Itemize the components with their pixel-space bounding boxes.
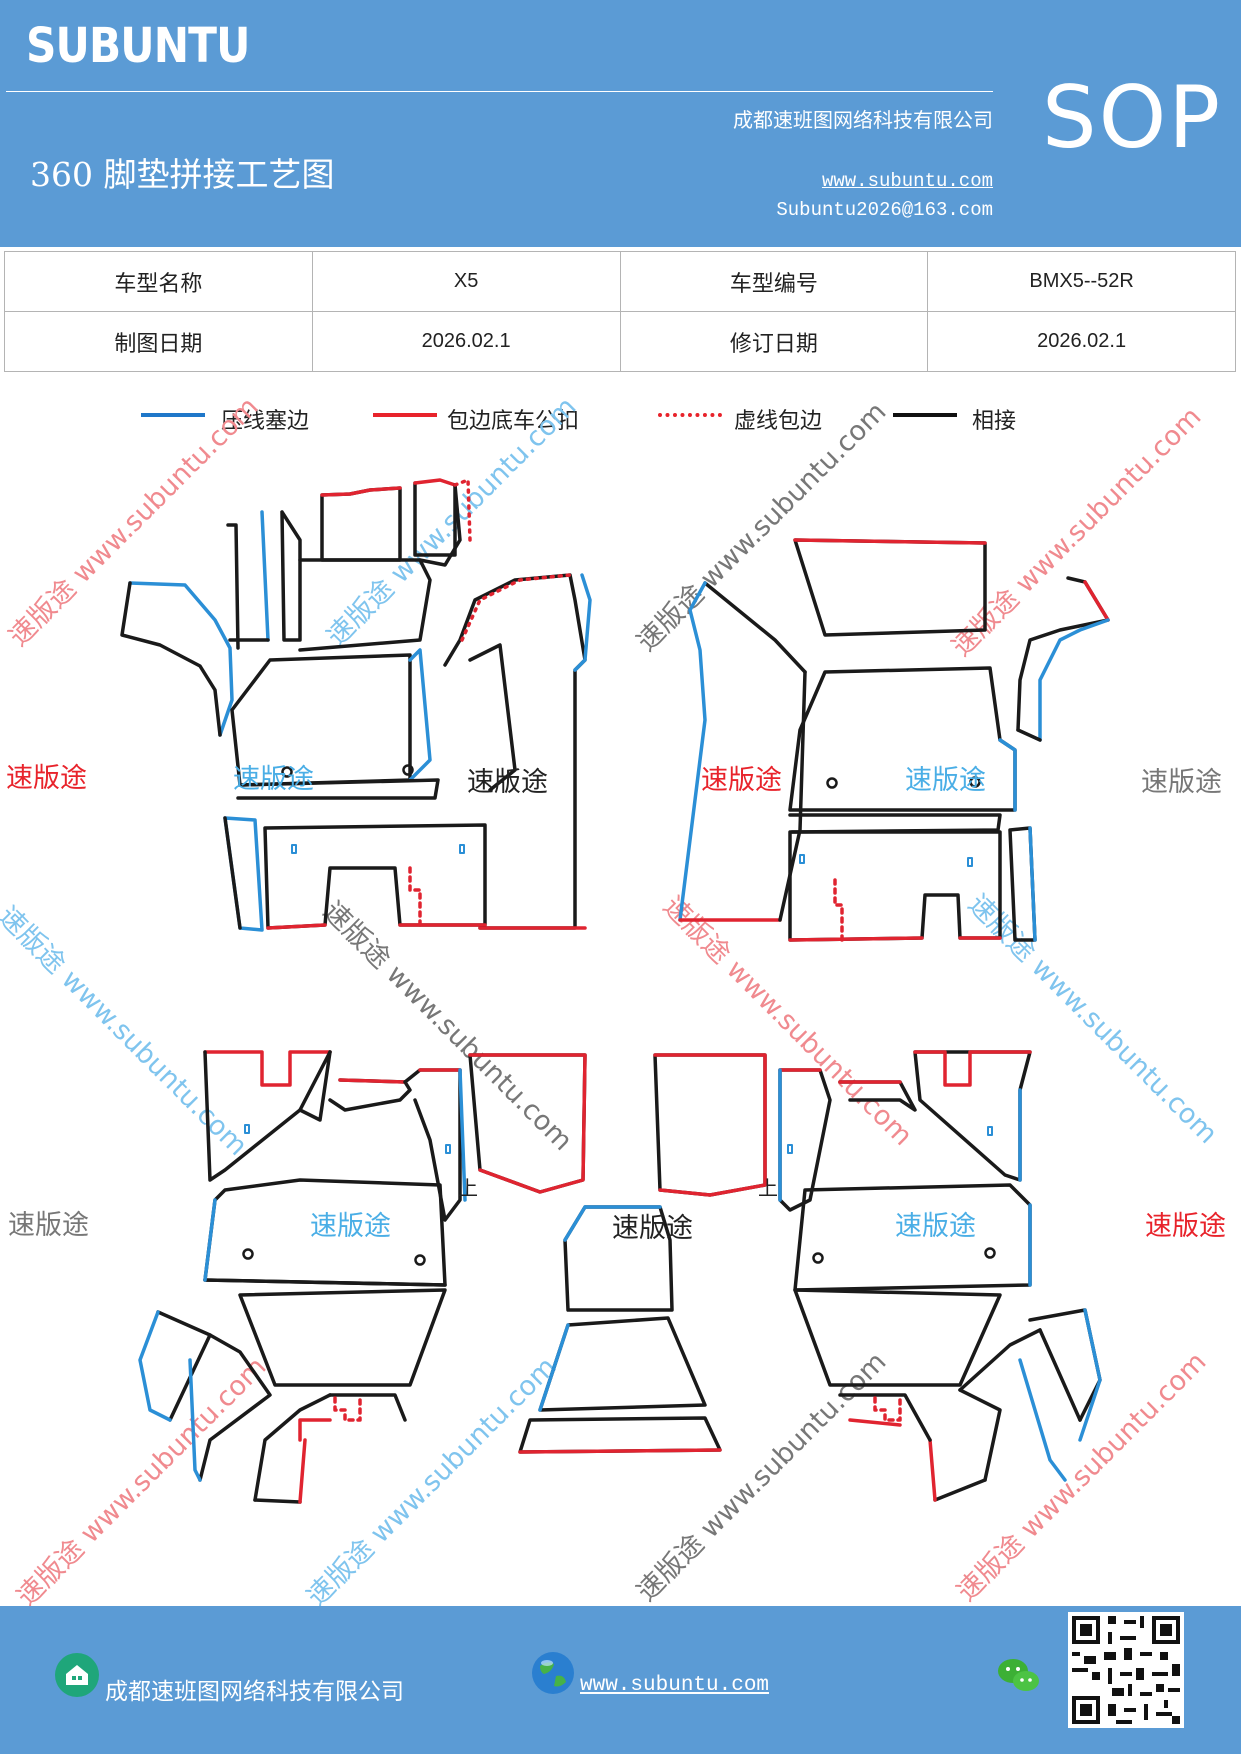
mat-group-rear-right — [653, 1050, 1102, 1502]
legend-swatch-blue — [141, 413, 205, 417]
header-website-link[interactable]: www.subuntu.com — [821, 170, 993, 192]
legend-label: 包边底车公扣 — [447, 409, 580, 434]
mat-group-rear-left — [138, 1050, 587, 1504]
header: SUBUNTU 成都速班图网络科技有限公司 360 脚垫拼接工艺图 www.su… — [0, 0, 1241, 247]
page-title: 360 脚垫拼接工艺图 — [30, 155, 335, 194]
mat-group-front-right — [678, 538, 1110, 942]
legend-swatch-red — [373, 413, 437, 417]
watermark-brand: 速版途 — [701, 765, 782, 796]
watermark-brand: 速版途 — [1141, 767, 1222, 798]
sop-badge: SOP — [1042, 68, 1223, 168]
footer-website-link[interactable]: www.subuntu.com — [580, 1674, 770, 1697]
legend-label: 虚线包边 — [734, 409, 823, 434]
table-cell: 2026.02.1 — [927, 311, 1236, 372]
header-company: 成都速班图网络科技有限公司 — [733, 108, 993, 132]
watermark-brand: 速版途 — [1145, 1211, 1226, 1242]
legend-label: 压线塞边 — [221, 409, 310, 434]
table-cell: X5 — [311, 251, 621, 312]
watermark-brand: 速版途 — [233, 764, 314, 795]
table-cell: 制图日期 — [4, 311, 313, 372]
legend-swatch-black — [893, 413, 957, 417]
watermark-brand: 速版途 — [467, 767, 548, 798]
table-row: 制图日期 2026.02.1 修订日期 2026.02.1 — [4, 311, 1236, 372]
globe-icon — [532, 1652, 574, 1694]
watermark-brand: 速版途 — [905, 765, 986, 796]
watermark-brand: 速版途 — [6, 763, 87, 794]
wechat-icon — [998, 1659, 1039, 1691]
up-mark: 上 — [458, 1176, 478, 1200]
up-mark: 上 — [758, 1176, 778, 1200]
mat-group-center — [518, 1205, 722, 1454]
table-cell: 修订日期 — [619, 311, 929, 372]
table-cell: 车型名称 — [4, 251, 313, 312]
qr-code[interactable] — [1068, 1612, 1184, 1728]
watermark-brand: 速版途 — [612, 1213, 693, 1244]
watermark-brand: 速版途 — [310, 1211, 391, 1242]
qr-code-pattern — [1068, 1612, 1184, 1728]
vehicle-info-table: 车型名称 X5 车型编号 BMX5--52R 制图日期 2026.02.1 修订… — [4, 251, 1236, 372]
company-icon — [55, 1653, 99, 1697]
watermark-brand: 速版途 — [8, 1210, 89, 1241]
table-row: 车型名称 X5 车型编号 BMX5--52R — [4, 251, 1236, 312]
header-email: Subuntu2026@163.com — [776, 199, 993, 221]
legend-swatch-red-dotted — [658, 413, 722, 417]
table-cell: 2026.02.1 — [311, 311, 621, 372]
table-cell: 车型编号 — [619, 251, 929, 312]
table-cell: BMX5--52R — [927, 251, 1236, 312]
header-divider — [6, 91, 993, 92]
legend-label: 相接 — [972, 409, 1017, 434]
watermark-brand: 速版途 — [895, 1211, 976, 1242]
footer-company: 成都速班图网络科技有限公司 — [105, 1679, 404, 1705]
brand-logo: SUBUNTU — [26, 18, 250, 74]
mat-group-front-left — [120, 478, 592, 932]
footer — [0, 1606, 1241, 1754]
